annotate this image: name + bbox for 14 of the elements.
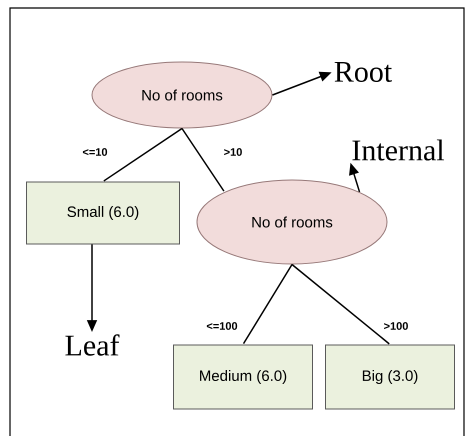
leaf-box: Big (3.0) xyxy=(325,344,455,410)
edge-label: >10 xyxy=(224,148,242,156)
edge-label: <=100 xyxy=(206,322,238,330)
node-label: Root xyxy=(334,62,392,82)
leaf-box: Medium (6.0) xyxy=(173,344,313,410)
connector-line xyxy=(181,128,225,192)
connector-line xyxy=(103,128,182,182)
connector-line xyxy=(242,264,293,344)
connector-line xyxy=(292,264,390,344)
edge-label: <=10 xyxy=(82,148,108,156)
node-label: Internal xyxy=(352,139,444,161)
edge-label: >100 xyxy=(384,322,408,330)
node-label: Leaf xyxy=(65,334,120,356)
leaf-box: Small (6.0) xyxy=(26,182,180,244)
